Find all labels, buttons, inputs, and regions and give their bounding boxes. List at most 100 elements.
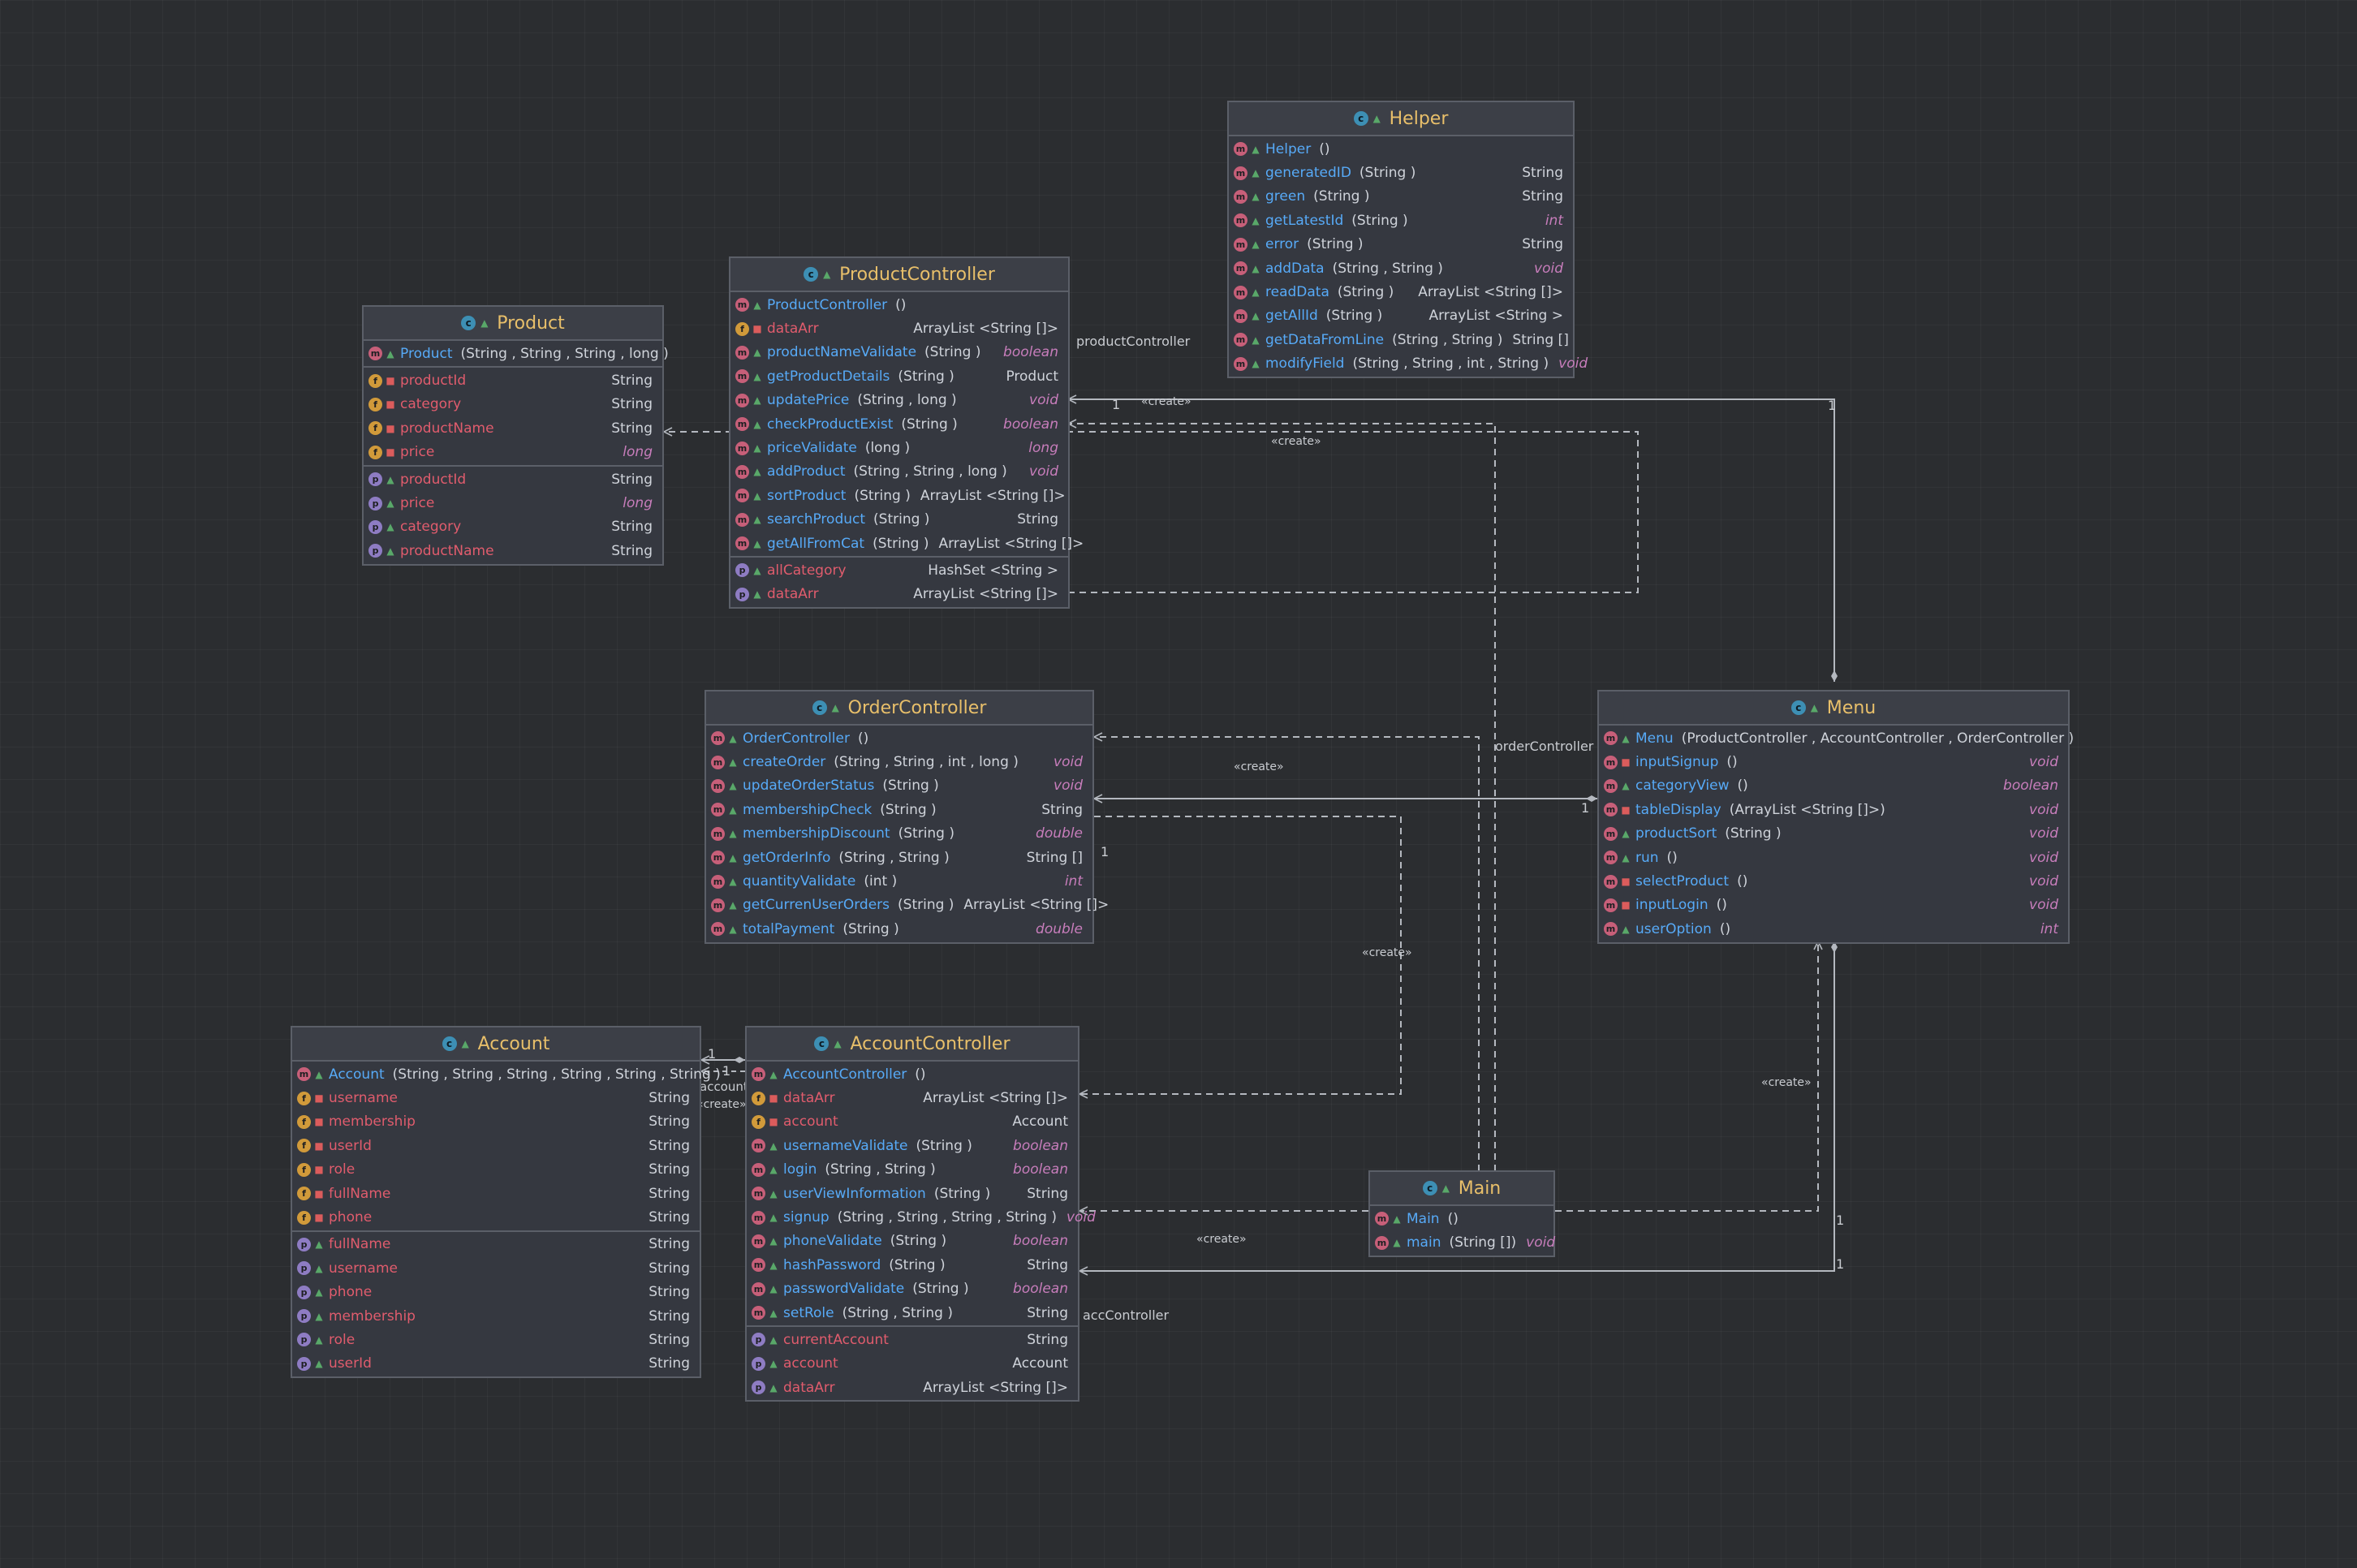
method-row[interactable]: m▲Helper() [1229, 137, 1573, 161]
method-row[interactable]: m▲Account(String , String , String , Str… [292, 1062, 721, 1086]
edge-label: 1 [708, 1046, 717, 1062]
method-row[interactable]: m▲getCurrenUserOrders(String )ArrayList … [706, 894, 1109, 917]
method-row[interactable]: m▲priceValidate(long )long [730, 436, 1068, 459]
method-row[interactable]: m▲usernameValidate(String )boolean [747, 1134, 1078, 1157]
method-row[interactable]: m■inputLogin()void [1599, 894, 2068, 917]
method-row[interactable]: m▲AccountController() [747, 1062, 1078, 1086]
method-row[interactable]: m▲modifyField(String , String , int , St… [1229, 352, 1588, 376]
method-row[interactable]: m■selectProduct()void [1599, 869, 2068, 893]
method-row[interactable]: m▲hashPassword(String )String [747, 1253, 1078, 1277]
method-row[interactable]: m▲membershipDiscount(String )double [706, 822, 1092, 846]
method-icon: m [735, 393, 749, 407]
method-row[interactable]: m▲userOption()int [1599, 917, 2068, 941]
method-row[interactable]: m▲addData(String , String )void [1229, 256, 1573, 280]
member-name: membershipDiscount [743, 825, 890, 842]
class-header[interactable]: c▲Menu [1599, 691, 2068, 726]
method-row[interactable]: m▲checkProductExist(String )boolean [730, 412, 1068, 436]
method-row[interactable]: m▲green(String )String [1229, 185, 1573, 209]
method-row[interactable]: m▲main(String [])void [1370, 1230, 1555, 1254]
method-row[interactable]: m▲productSort(String )void [1599, 822, 2068, 846]
method-row[interactable]: m▲ProductController() [730, 293, 1068, 317]
method-row[interactable]: m▲OrderController() [706, 726, 1092, 750]
class-header[interactable]: c▲ProductController [730, 258, 1068, 292]
method-row[interactable]: m▲readData(String )ArrayList <String []> [1229, 280, 1573, 304]
method-row[interactable]: m▲categoryView()boolean [1599, 774, 2068, 798]
method-row[interactable]: m▲totalPayment(String )double [706, 917, 1092, 941]
method-row[interactable]: m▲passwordValidate(String )boolean [747, 1277, 1078, 1301]
method-row[interactable]: m▲Menu(ProductController , AccountContro… [1599, 726, 2074, 750]
method-row[interactable]: m▲Main() [1370, 1207, 1553, 1230]
method-row[interactable]: m▲userViewInformation(String )String [747, 1182, 1078, 1205]
class-header[interactable]: c▲Product [364, 307, 662, 341]
method-row[interactable]: m■tableDisplay(ArrayList <String []>)voi… [1599, 798, 2068, 821]
method-row[interactable]: m▲productNameValidate(String )boolean [730, 341, 1068, 364]
method-row[interactable]: m▲error(String )String [1229, 233, 1573, 256]
method-row[interactable]: m▲getProductDetails(String )Product [730, 364, 1068, 388]
method-row[interactable]: m▲getAllFromCat(String )ArrayList <Strin… [730, 532, 1084, 555]
class-header[interactable]: c▲Helper [1229, 102, 1573, 136]
method-row[interactable]: m▲signup(String , String , String , Stri… [747, 1205, 1096, 1229]
method-row[interactable]: m▲quantityValidate(int )int [706, 869, 1092, 893]
method-row[interactable]: m▲getOrderInfo(String , String )String [… [706, 846, 1092, 869]
method-row[interactable]: m▲updateOrderStatus(String )void [706, 774, 1092, 798]
method-row[interactable]: m▲addProduct(String , String , long )voi… [730, 460, 1068, 484]
method-row[interactable]: m■inputSignup()void [1599, 750, 2068, 773]
method-row[interactable]: m▲getAllId(String )ArrayList <String > [1229, 304, 1573, 328]
method-row[interactable]: m▲updatePrice(String , long )void [730, 389, 1068, 412]
class-header[interactable]: c▲AccountController [747, 1027, 1078, 1062]
method-row[interactable]: m▲membershipCheck(String )String [706, 798, 1092, 821]
method-row[interactable]: m▲login(String , String )boolean [747, 1158, 1078, 1182]
class-header[interactable]: c▲Account [292, 1027, 700, 1062]
method-row[interactable]: m▲run()void [1599, 846, 2068, 869]
method-row[interactable]: m▲sortProduct(String )ArrayList <String … [730, 484, 1068, 507]
method-row[interactable]: m▲getDataFromLine(String , String )Strin… [1229, 328, 1573, 351]
method-row[interactable]: m▲searchProduct(String )String [730, 508, 1068, 532]
method-row[interactable]: m▲setRole(String , String )String [747, 1301, 1078, 1325]
method-row[interactable]: m▲getLatestId(String )int [1229, 209, 1573, 232]
method-row[interactable]: m▲generatedID(String )String [1229, 161, 1573, 184]
method-row[interactable]: m▲Product(String , String , String , lon… [364, 342, 669, 365]
method-row[interactable]: m▲phoneValidate(String )boolean [747, 1230, 1078, 1253]
class-header[interactable]: c▲Main [1370, 1172, 1553, 1206]
public-visibility-icon: ▲ [386, 498, 394, 510]
method-row[interactable]: m▲createOrder(String , String , int , lo… [706, 750, 1092, 773]
public-visibility-icon: ▲ [1622, 923, 1630, 935]
class-header[interactable]: c▲OrderController [706, 691, 1092, 726]
